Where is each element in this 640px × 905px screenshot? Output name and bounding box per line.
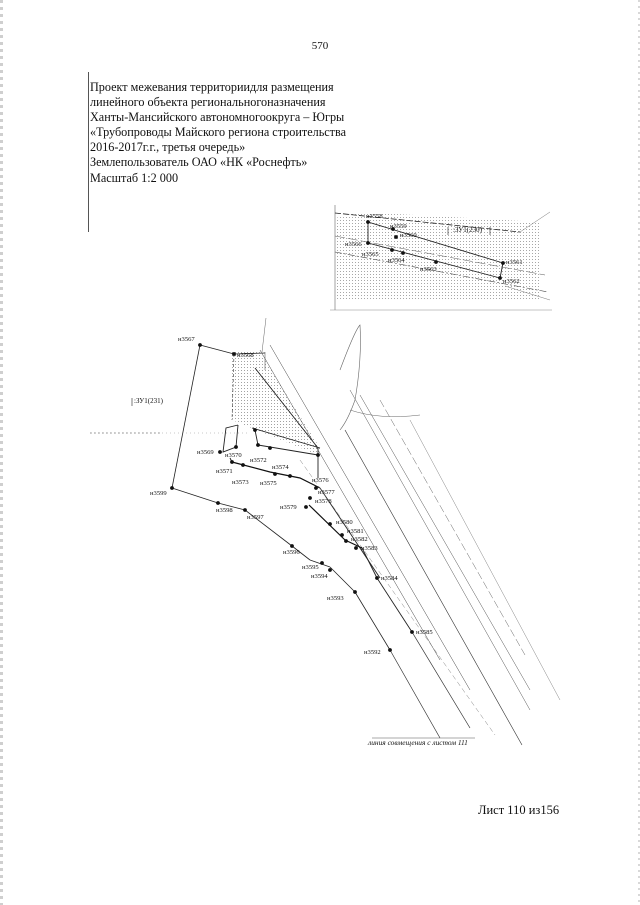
- point-n3580: [328, 522, 332, 526]
- point-n3583: [354, 546, 358, 550]
- inset-point-n3558: [366, 220, 370, 224]
- point-n3581: [340, 533, 344, 537]
- point-extra: [253, 428, 257, 432]
- inset-label-n3562: н3562: [503, 278, 520, 285]
- header-line: Проект межевания территориидля размещени…: [90, 80, 334, 94]
- point-n3574: [268, 446, 272, 450]
- header-block: Проект межевания территориидля размещени…: [90, 80, 390, 186]
- main-zone-label: :ЗУ1(231): [134, 397, 164, 405]
- point-n3592: [388, 648, 392, 652]
- header-line: Землепользователь ОАО «НК «Роснефть»: [90, 155, 308, 170]
- point-n3595: [320, 561, 324, 565]
- header-line: 2016-2017г.г., третья очередь»: [90, 140, 246, 155]
- inset-point-n3564: [401, 251, 405, 255]
- label-n3583: н3583: [361, 545, 378, 552]
- header-line: Ханты-Мансийского автономногоокруга – Юг…: [90, 110, 345, 125]
- label-n3576: н3576: [312, 477, 329, 484]
- point-n3599: [170, 486, 174, 490]
- inset-map: :ЗУ1(230) н3558 н3559 н3560 н3566 н3565 …: [330, 205, 552, 311]
- inset-label-n3566: н3566: [345, 241, 362, 248]
- label-n3571: н3571: [216, 468, 233, 475]
- point-n3576: [316, 453, 320, 457]
- inset-label-n3559: н3559: [390, 223, 407, 230]
- label-n3579: н3579: [280, 504, 297, 511]
- label-n3575: н3575: [260, 480, 277, 487]
- point-n3567: [198, 343, 202, 347]
- point-n3578: [308, 496, 312, 500]
- point-n3570: [234, 445, 238, 449]
- point-n3572: [256, 443, 260, 447]
- label-n3570: н3570: [225, 452, 242, 459]
- label-n3594: н3594: [311, 573, 328, 580]
- inset-point-n3565: [390, 248, 394, 252]
- header-line: Масштаб 1:2 000: [90, 170, 179, 185]
- page-number: 570: [311, 40, 329, 52]
- label-n3585: н3585: [416, 629, 433, 636]
- inset-point-n3563: [434, 260, 438, 264]
- label-n3593: н3593: [327, 595, 344, 602]
- label-n3597: н3597: [247, 514, 264, 521]
- margin-line: [88, 72, 89, 232]
- point-n3569: [218, 450, 222, 454]
- point-n3596: [290, 544, 294, 548]
- label-n3568: н3568: [237, 352, 254, 359]
- header-line: «Трубопроводы Майского региона строитель…: [90, 125, 347, 140]
- inset-point-n3559: [391, 227, 395, 231]
- scan-right-edge: [638, 0, 640, 905]
- inset-zone-label: :ЗУ1(230): [453, 226, 483, 234]
- point-n3594: [328, 568, 332, 572]
- label-n3580: н3580: [336, 519, 353, 526]
- label-n3574: н3574: [272, 464, 289, 471]
- point-extra: [288, 474, 292, 478]
- point-n3575: [273, 472, 277, 476]
- label-n3584: н3584: [381, 575, 398, 582]
- inset-point-n3560: [394, 235, 398, 239]
- label-n3577: н3577: [318, 489, 335, 496]
- label-n3567: н3567: [178, 336, 195, 343]
- inset-label-n3558: н3558: [366, 213, 383, 220]
- inset-label-n3563: н3563: [420, 266, 437, 273]
- point-n3597: [243, 508, 247, 512]
- point-n3598: [216, 501, 220, 505]
- inset-point-n3562: [498, 276, 502, 280]
- label-n3581: н3581: [347, 528, 364, 535]
- label-n3569: н3569: [197, 449, 214, 456]
- label-n3596: н3596: [283, 549, 300, 556]
- label-n3598: н3598: [216, 507, 233, 514]
- label-n3572: н3572: [250, 457, 267, 464]
- point-n3584: [375, 576, 379, 580]
- point-n3568: [232, 352, 236, 356]
- point-n3582: [344, 539, 348, 543]
- point-n3571: [230, 460, 234, 464]
- point-n3585: [410, 630, 414, 634]
- label-n3578: н3578: [315, 498, 332, 505]
- point-n3593: [353, 590, 357, 594]
- inset-label-n3564: н3564: [388, 257, 405, 264]
- label-n3599: н3599: [150, 490, 167, 497]
- combine-line-label: линия совмещения с листом 111: [367, 738, 468, 747]
- main-map: :ЗУ1(231) линия совмещения с листом 111: [90, 317, 561, 747]
- inset-label-n3560: н3560: [400, 232, 417, 239]
- scan-left-edge: [0, 0, 3, 905]
- sheet-number: Лист 110 из156: [478, 803, 560, 817]
- point-n3573: [241, 463, 245, 467]
- label-n3582: н3582: [351, 536, 368, 543]
- label-n3573: н3573: [232, 479, 249, 486]
- inset-point-n3566: [366, 241, 370, 245]
- label-n3595: н3595: [302, 564, 319, 571]
- point-n3577: [314, 486, 318, 490]
- inset-label-n3561: н3561: [506, 259, 523, 266]
- header-line: линейного объекта региональногоназначени…: [90, 95, 326, 110]
- label-n3592: н3592: [364, 649, 381, 656]
- point-n3579: [304, 505, 308, 509]
- inset-label-n3565: н3565: [362, 251, 379, 258]
- inset-point-n3561: [501, 261, 505, 265]
